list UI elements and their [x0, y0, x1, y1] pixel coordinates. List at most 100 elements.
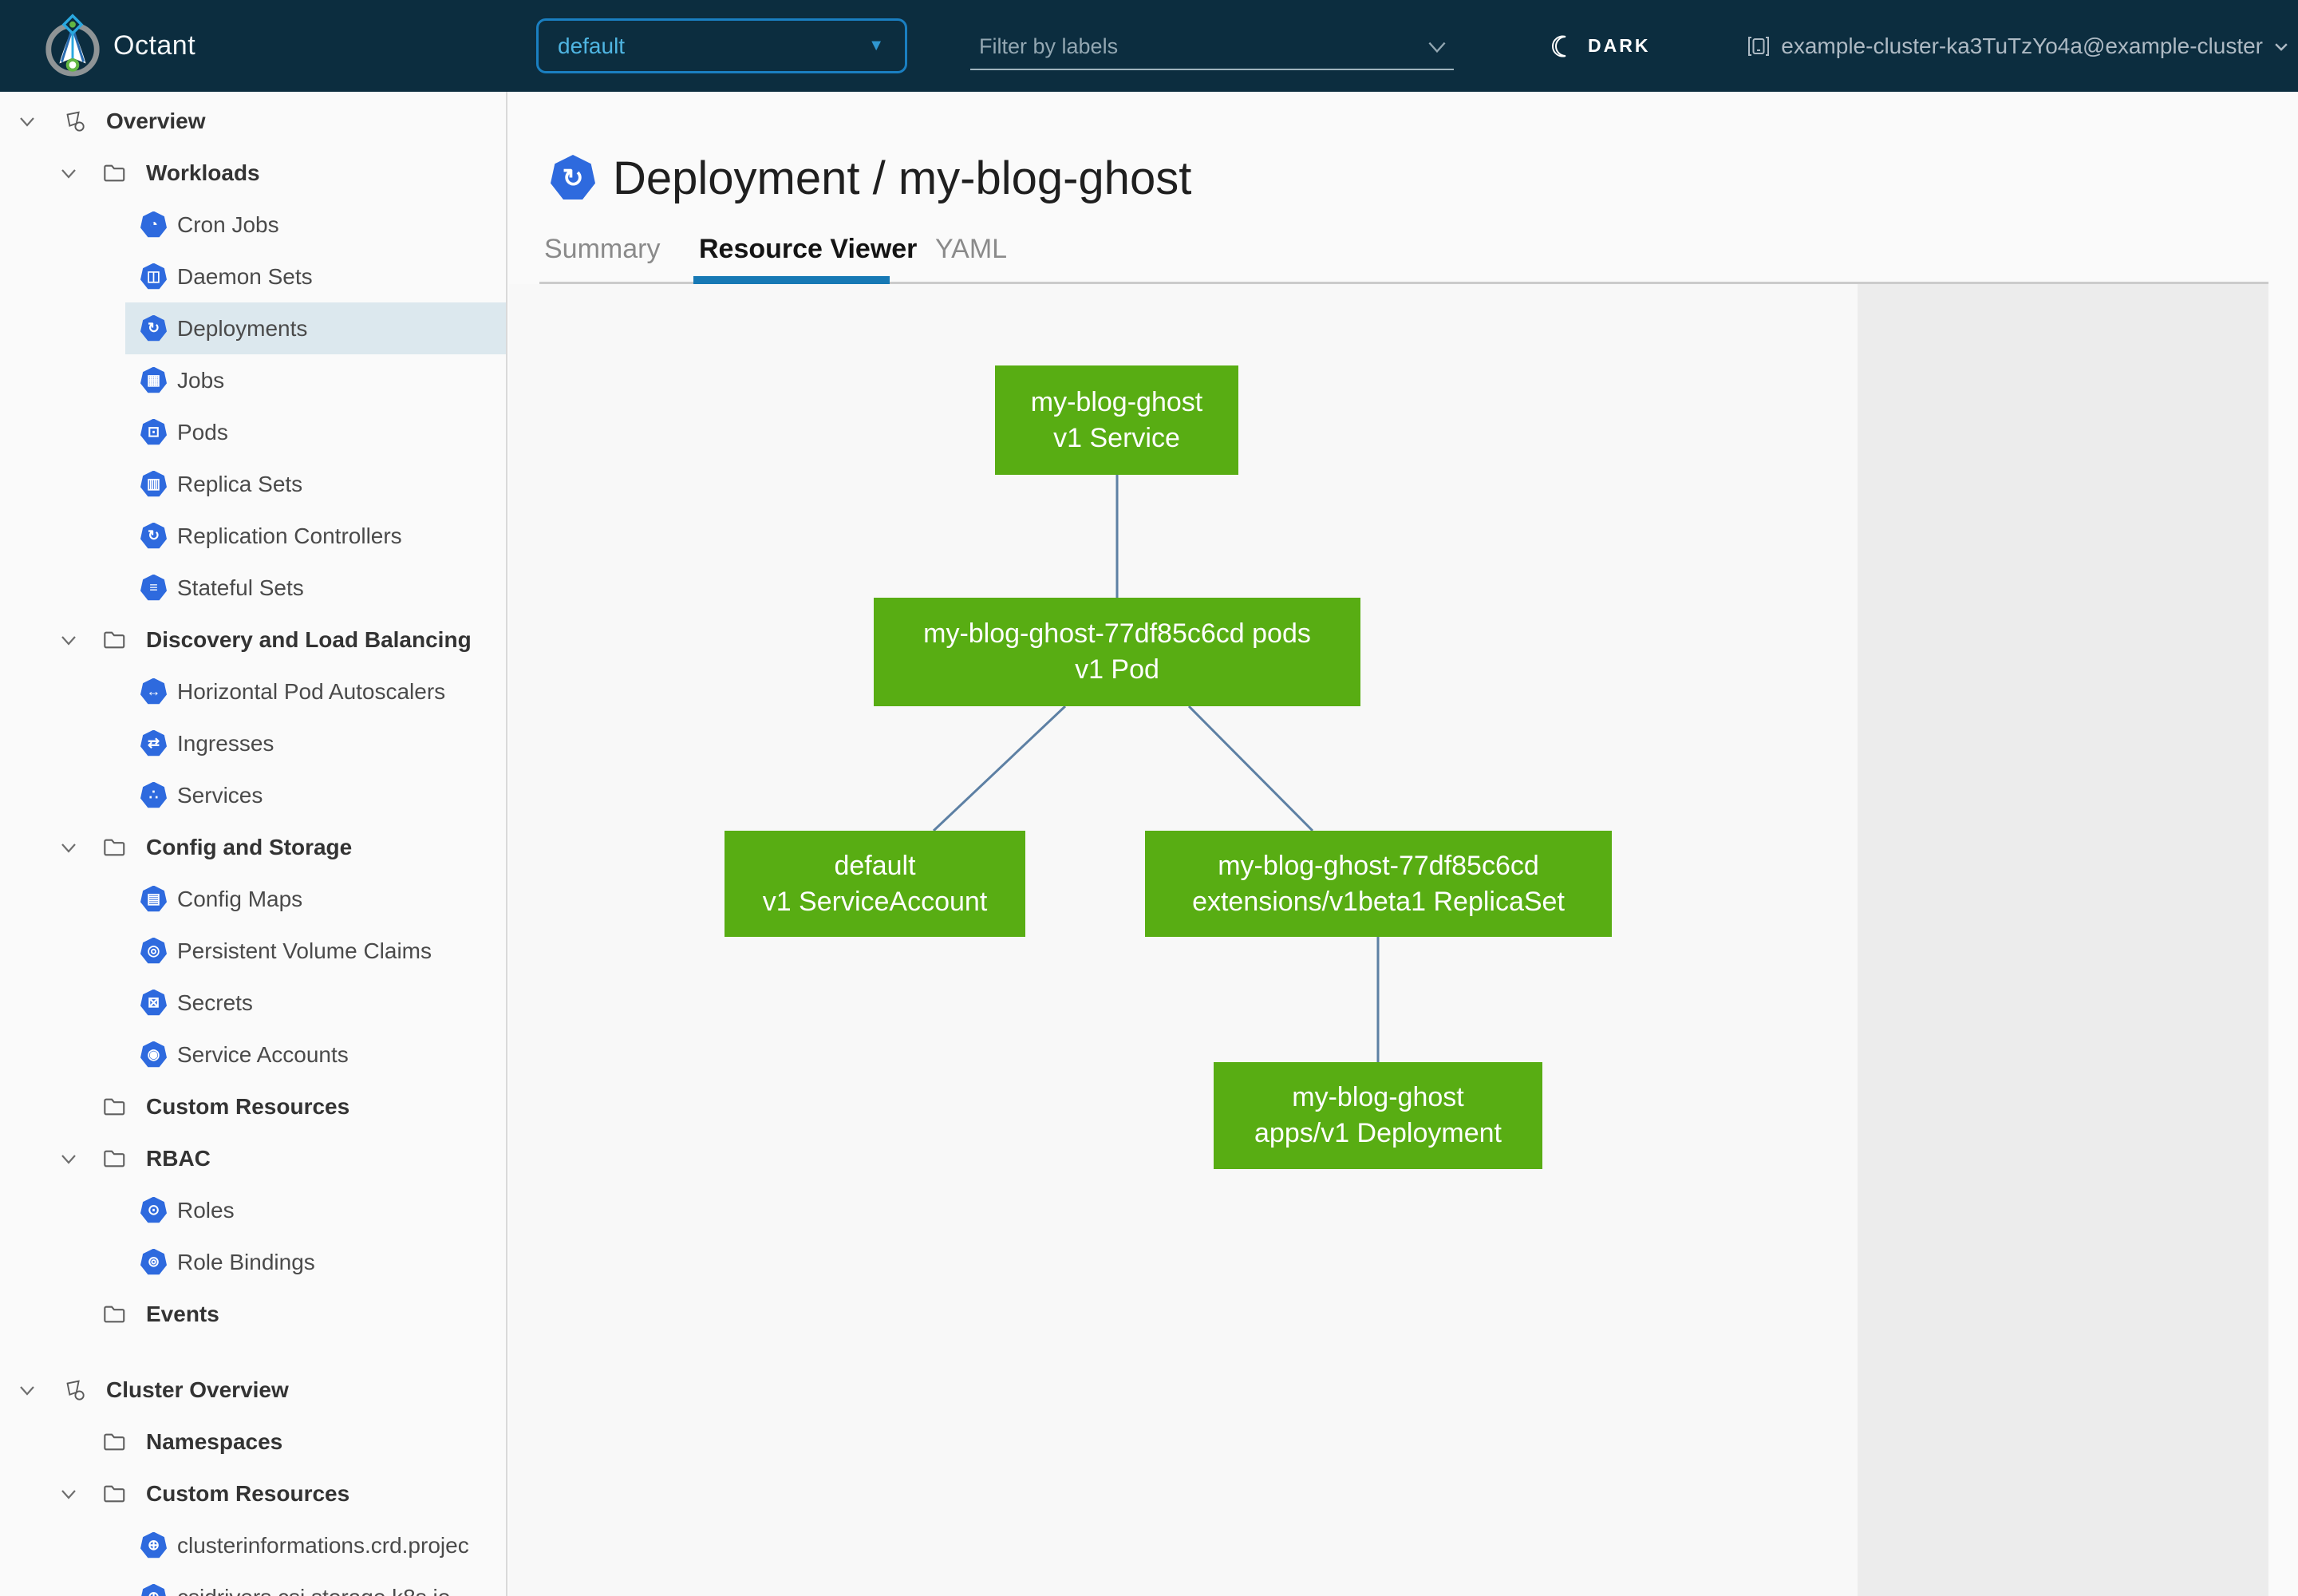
sidebar-item-events[interactable]: Events	[0, 1288, 506, 1340]
chevron-down-icon[interactable]	[18, 1381, 37, 1400]
folder-icon	[104, 631, 125, 648]
sidebar-item-label: Workloads	[146, 160, 260, 185]
replication-controllers-icon: ↻	[140, 522, 167, 550]
config-maps-icon: ▤	[140, 885, 167, 913]
tab-resource-viewer[interactable]: Resource Viewer	[699, 234, 918, 264]
filter-by-labels-input[interactable]: Filter by labels	[970, 27, 1454, 70]
sidebar-item-label: Replica Sets	[177, 471, 303, 496]
folder-icon	[104, 1485, 125, 1502]
selected-row-highlight	[125, 302, 506, 354]
roles-icon: ⊙	[140, 1196, 167, 1224]
sidebar-item-roles[interactable]: ⊙ Roles	[0, 1184, 506, 1236]
sidebar-item-replica-sets[interactable]: ▥ Replica Sets	[0, 458, 506, 510]
sidebar-item-label: Custom Resources	[146, 1480, 350, 1506]
chevron-down-icon	[2275, 42, 2288, 51]
sidebar-item-ingresses[interactable]: ⇄Ingresses	[0, 717, 506, 769]
sidebar-item-replication-controllers[interactable]: ↻Replication Controllers	[0, 510, 506, 562]
chevron-down-icon[interactable]	[59, 630, 78, 650]
page-title: Deployment / my-blog-ghost	[613, 152, 1192, 204]
graph-node-label: my-blog-ghost-77df85c6cd	[1218, 850, 1539, 881]
sidebar-item-csidrivers-csi-storage-k8s-io[interactable]: ⊕csidrivers.csi.storage.k8s.io	[0, 1571, 506, 1596]
chevron-down-icon[interactable]	[59, 164, 78, 183]
sidebar-item-label: Namespaces	[146, 1428, 283, 1454]
sidebar-item-deployments[interactable]: ↻Deployments	[0, 302, 506, 354]
dark-theme-toggle[interactable]: DARK	[1550, 0, 1650, 92]
sidebar-item-label: Custom Resources	[146, 1093, 350, 1119]
folder-icon	[102, 1483, 126, 1505]
sidebar-item-secrets[interactable]: ⊠Secrets	[0, 977, 506, 1029]
graph-node-label: my-blog-ghost	[1030, 386, 1203, 417]
sidebar-item-rbac[interactable]: RBAC	[0, 1132, 506, 1184]
sidebar-item-label: Horizontal Pod Autoscalers	[177, 678, 446, 704]
sidebar-item-namespaces[interactable]: Namespaces	[0, 1416, 506, 1468]
chevron-down-icon	[20, 1385, 34, 1396]
sidebar-item-label: clusterinformations.crd.projec	[177, 1532, 469, 1558]
sidebar-item-label: Ingresses	[177, 730, 274, 756]
dark-toggle-label: DARK	[1588, 35, 1651, 56]
sidebar-item-config-maps[interactable]: ▤ Config Maps	[0, 873, 506, 925]
graph-node-label: my-blog-ghost	[1292, 1082, 1464, 1112]
sidebar-item-label: Config and Storage	[146, 834, 353, 859]
sidebar-item-label: RBAC	[146, 1145, 211, 1171]
sidebar-item-cron-jobs[interactable]: ◔Cron Jobs	[0, 199, 506, 251]
sidebar-item-stateful-sets[interactable]: ≡Stateful Sets	[0, 562, 506, 614]
graph-node-label: extensions/v1beta1 ReplicaSet	[1192, 886, 1565, 917]
sidebar-item-clusterinformations-crd-projec[interactable]: ⊕clusterinformations.crd.projec	[0, 1519, 506, 1571]
applications-icon	[62, 109, 86, 133]
folder-icon	[102, 629, 126, 651]
folder-icon	[104, 164, 125, 181]
sidebar-item-config-and-storage[interactable]: Config and Storage	[0, 821, 506, 873]
deployment-kind-icon: ↻	[551, 155, 595, 200]
moon-icon	[1552, 35, 1566, 57]
chevron-down-icon	[20, 117, 34, 127]
sidebar-item-overview[interactable]: Overview	[0, 95, 506, 147]
sidebar-item-pods[interactable]: ⊡Pods	[0, 406, 506, 458]
sidebar-item-persistent-volume-claims[interactable]: ◎Persistent Volume Claims	[0, 925, 506, 977]
tab-yaml[interactable]: YAML	[935, 234, 1008, 264]
stateful-sets-icon: ≡	[140, 574, 167, 602]
folder-icon	[102, 836, 126, 859]
sidebar-item-horizontal-pod-autoscalers[interactable]: ↔Horizontal Pod Autoscalers	[0, 666, 506, 717]
scroll-gutter	[2268, 92, 2298, 1596]
chevron-down-icon[interactable]	[59, 1149, 78, 1168]
sidebar-item-role-bindings[interactable]: ⊚Role Bindings	[0, 1236, 506, 1288]
sidebar-item-custom-resources[interactable]: Custom Resources	[0, 1080, 506, 1132]
chevron-down-icon[interactable]	[59, 838, 78, 857]
folder-icon	[102, 162, 126, 184]
sidebar-item-custom-resources[interactable]: Custom Resources	[0, 1468, 506, 1519]
graph-node-label: v1 ServiceAccount	[762, 886, 988, 917]
namespace-select-value: default	[558, 34, 626, 58]
sidebar-item-service-accounts[interactable]: ◉Service Accounts	[0, 1029, 506, 1080]
cron-jobs-icon: ◔	[140, 211, 167, 239]
sidebar-item-services[interactable]: ∴Services	[0, 769, 506, 821]
sidebar-item-workloads[interactable]: Workloads	[0, 147, 506, 199]
chevron-down-icon[interactable]	[18, 112, 37, 131]
chevron-down-icon	[1428, 41, 1446, 53]
sidebar-item-label: Config Maps	[177, 886, 303, 911]
persistent-volume-claims-icon: ◎	[140, 937, 167, 965]
cluster-context-dropdown[interactable]: example-cluster-ka3TuTzYo4a@example-clus…	[1746, 0, 2290, 92]
sidebar-item-label: Roles	[177, 1197, 235, 1223]
folder-icon	[104, 1098, 125, 1115]
sidebar-item-discovery-and-load-balancing[interactable]: Discovery and Load Balancing	[0, 614, 506, 666]
sidebar-item-label: Secrets	[177, 990, 253, 1015]
graph-node-replicaset[interactable]: my-blog-ghost-77df85c6cd extensions/v1bet…	[1145, 831, 1612, 937]
replica-sets-icon: ▥	[140, 470, 167, 498]
applications-icon	[66, 1380, 85, 1400]
chevron-down-icon[interactable]	[59, 1484, 78, 1503]
applications-icon	[66, 111, 85, 132]
resource-graph-canvas[interactable]	[509, 284, 1858, 1596]
folder-icon	[102, 1096, 126, 1118]
tab-summary[interactable]: Summary	[544, 234, 661, 264]
sidebar-item-cluster-overview[interactable]: Cluster Overview	[0, 1364, 506, 1416]
detail-side-panel	[1858, 284, 2268, 1596]
sidebar-item-jobs[interactable]: ▦Jobs	[0, 354, 506, 406]
sidebar-item-daemon-sets[interactable]: ◫Daemon Sets	[0, 251, 506, 302]
octant-logo-icon	[45, 14, 100, 77]
namespace-select[interactable]: default ▼	[536, 18, 907, 73]
folder-icon	[104, 1433, 125, 1450]
